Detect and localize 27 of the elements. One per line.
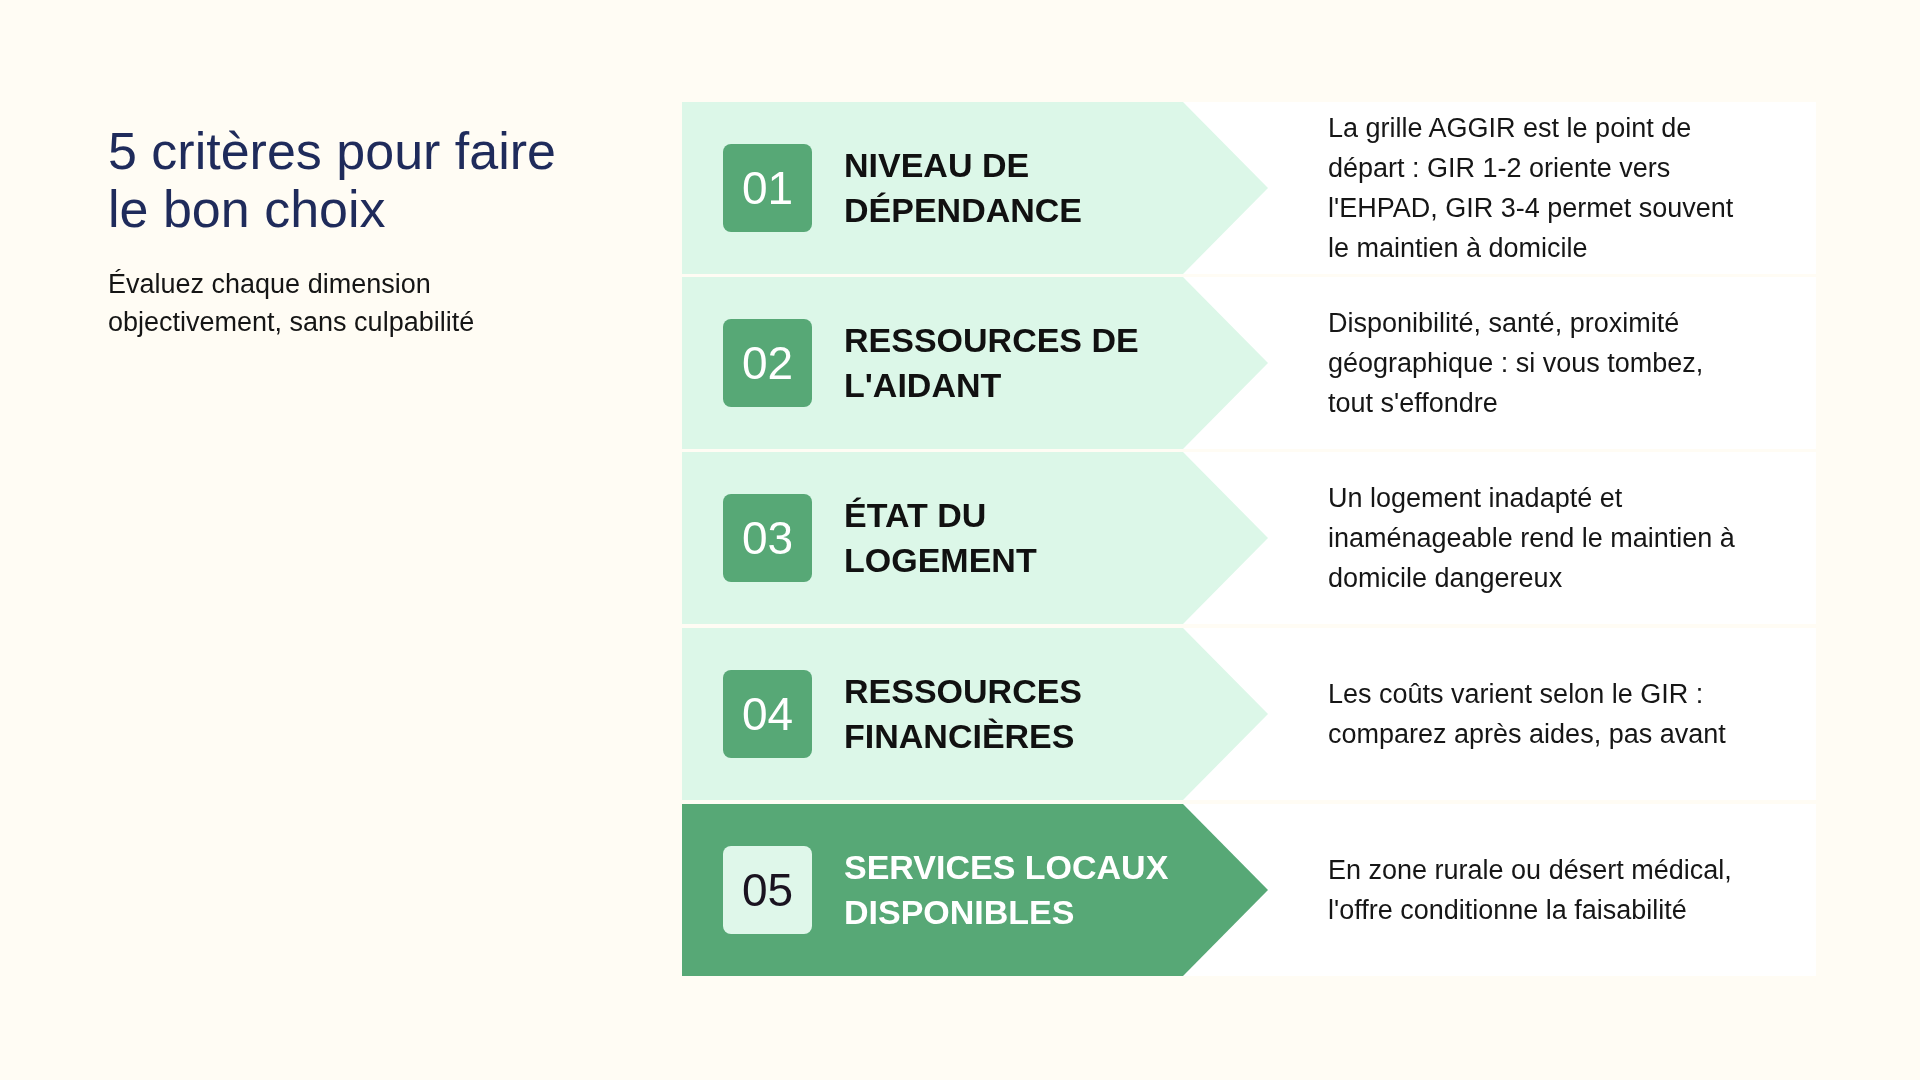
chevron-step xyxy=(682,452,1268,624)
chevron-step xyxy=(682,628,1268,800)
step-number: 03 xyxy=(723,494,812,582)
step-number: 02 xyxy=(723,319,812,407)
step-title: ÉTAT DU LOGEMENT xyxy=(844,495,1038,581)
chevron-step xyxy=(682,277,1268,449)
step-title: RESSOURCES FINANCIÈRES xyxy=(844,671,1084,757)
step-title: SERVICES LOCAUX DISPONIBLES xyxy=(844,847,1170,933)
description-text: Disponibilité, santé, proximité géographique : si vous tombez, tout s'effondre xyxy=(1328,307,1705,420)
description-panel xyxy=(1183,452,1816,624)
step-title: RESSOURCES DE L'AIDANT xyxy=(844,320,1140,406)
description-text: En zone rurale ou désert médical, l'offre conditionne la faisabilité xyxy=(1328,854,1733,927)
description-panel xyxy=(1183,804,1816,976)
description-panel xyxy=(1183,277,1816,449)
description-panel xyxy=(1183,102,1816,274)
description-panel xyxy=(1183,628,1816,800)
description-text: Les coûts varient selon le GIR : comparez après aides, pas avant xyxy=(1328,678,1727,751)
chevron-step xyxy=(682,102,1268,274)
step-number: 04 xyxy=(723,670,812,758)
page-title: 5 critères pour faire le bon choix xyxy=(108,122,557,238)
description-text: La grille AGGIR est le point de départ : GIR 1-2 oriente vers l'EHPAD, GIR 3-4 permet souvent le maintien à domicile xyxy=(1328,112,1735,265)
step-title: NIVEAU DE DÉPENDANCE xyxy=(844,145,1084,231)
description-text: Un logement inadapté et inaménageable rend le maintien à domicile dangereux xyxy=(1328,482,1736,595)
chevron-step xyxy=(682,804,1268,976)
subtitle: Évaluez chaque dimension objectivement, sans culpabilité xyxy=(108,268,476,339)
step-number: 05 xyxy=(723,846,812,934)
step-number: 01 xyxy=(723,144,812,232)
